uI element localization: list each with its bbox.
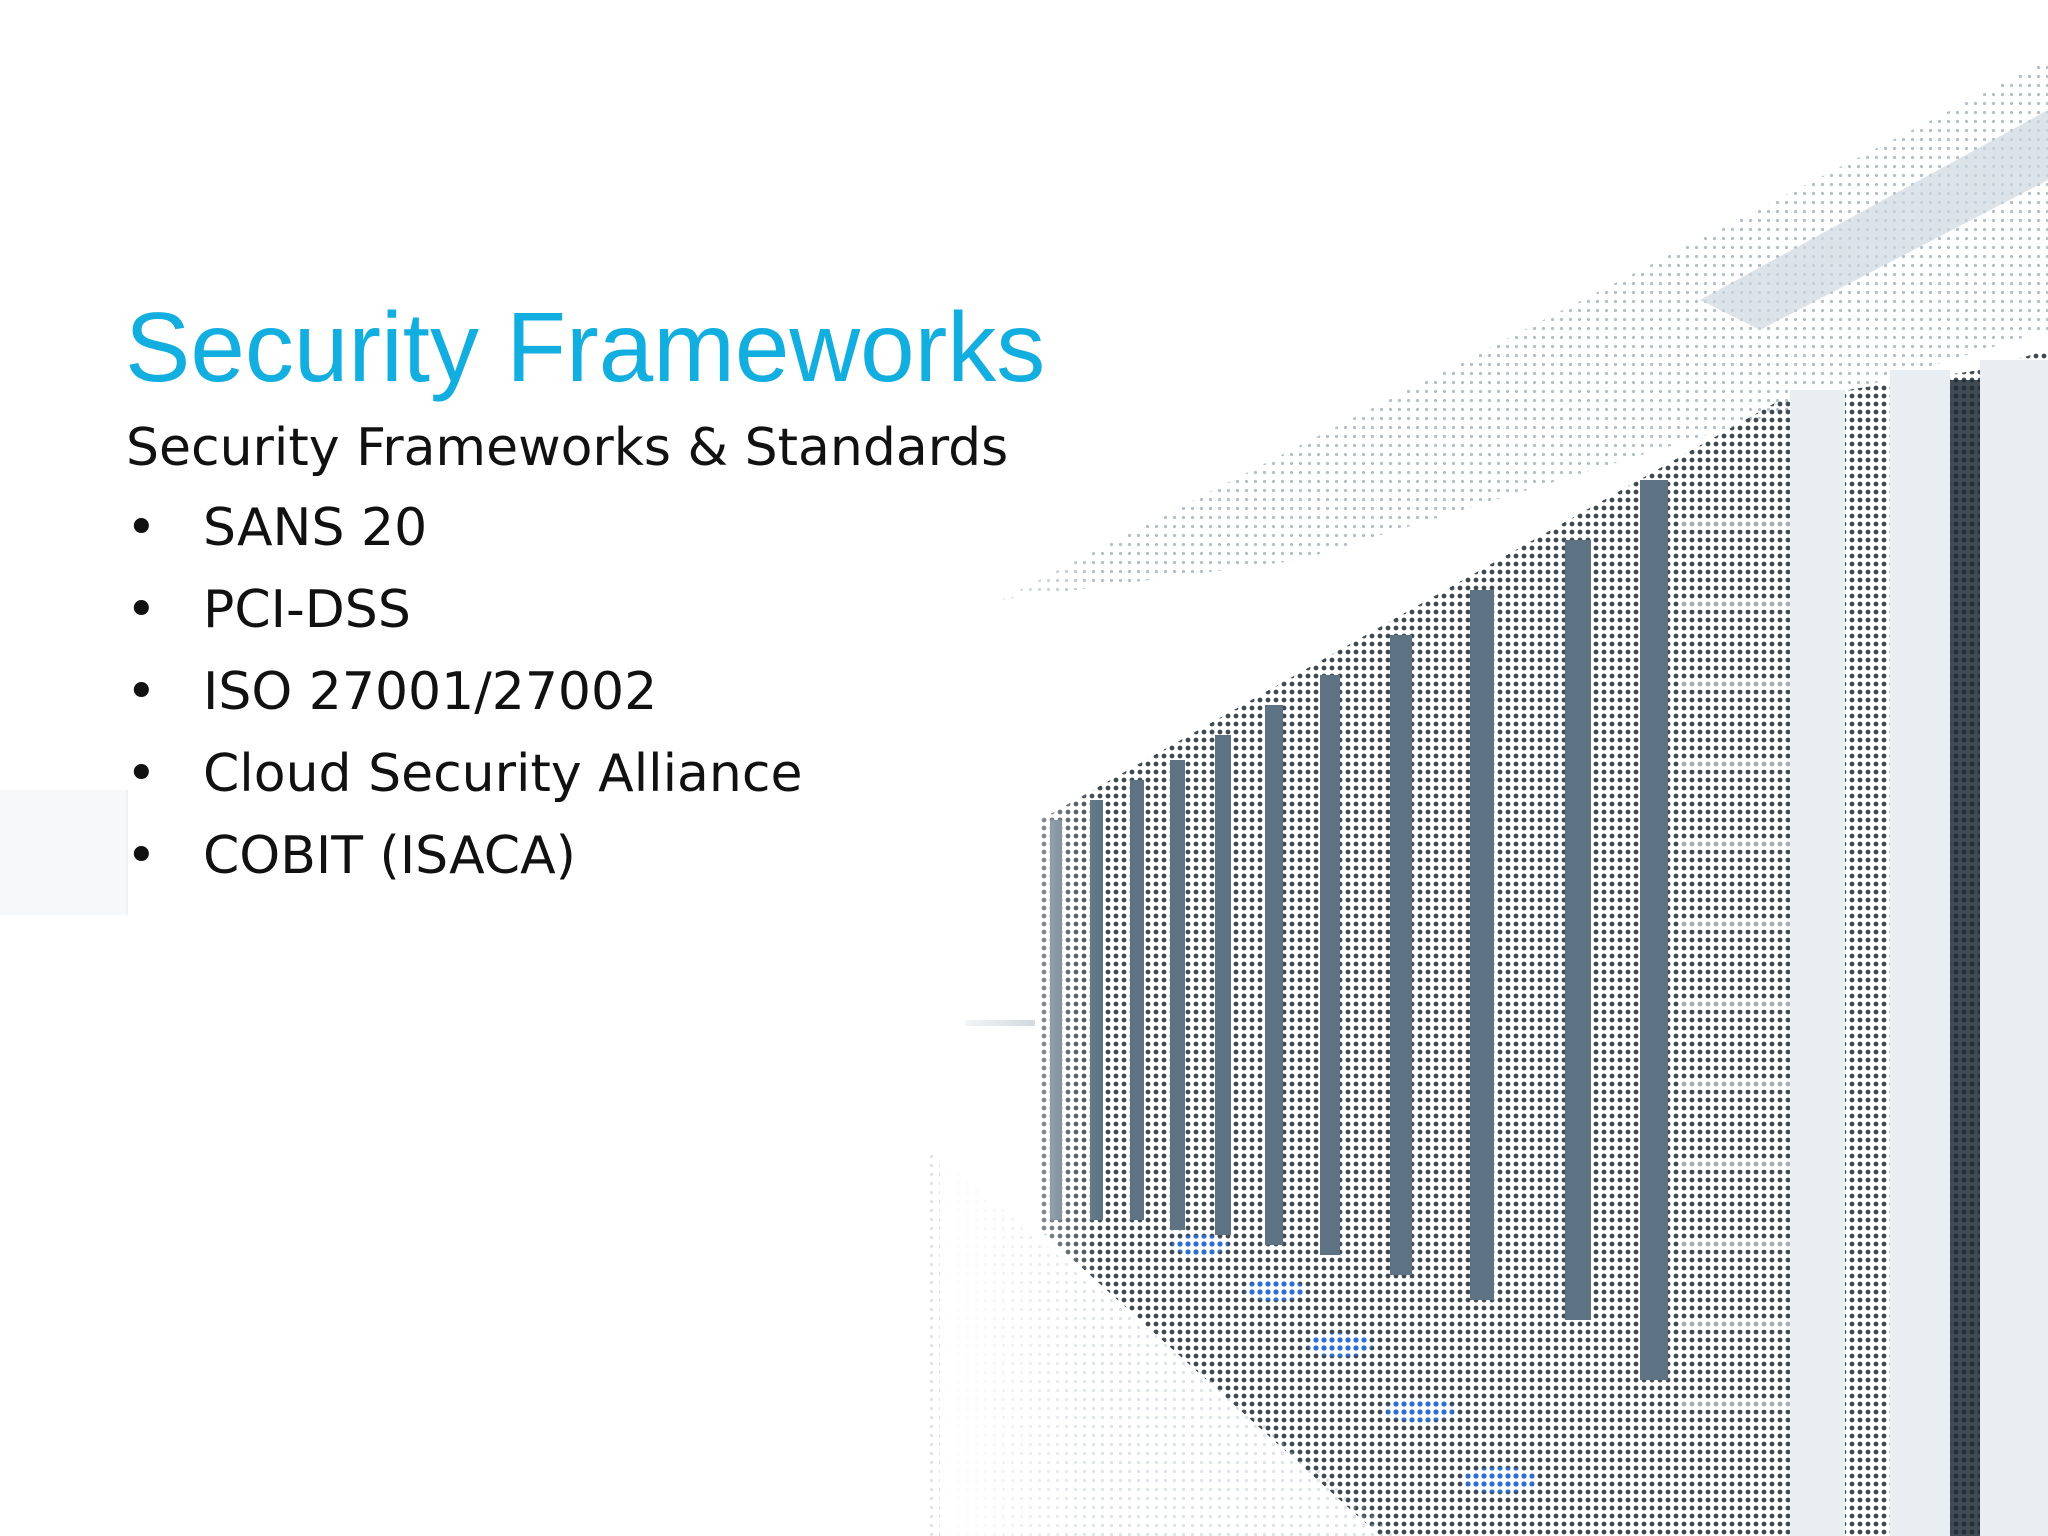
slide-title: Security Frameworks [125,292,1046,402]
bullet-text: SANS 20 [203,498,428,558]
bullet-text: ISO 27001/27002 [203,662,658,722]
bullet-text: PCI-DSS [203,580,411,640]
background-patch [0,790,128,915]
bullet-icon: • [126,744,157,804]
slide-subtitle: Security Frameworks & Standards [126,418,1009,478]
bullet-icon: • [126,662,157,722]
bullet-text: Cloud Security Alliance [203,744,803,804]
bullet-icon: • [126,498,157,558]
bullet-icon: • [126,826,157,886]
bullet-text: COBIT (ISACA) [203,826,576,886]
bullet-icon: • [126,580,157,640]
